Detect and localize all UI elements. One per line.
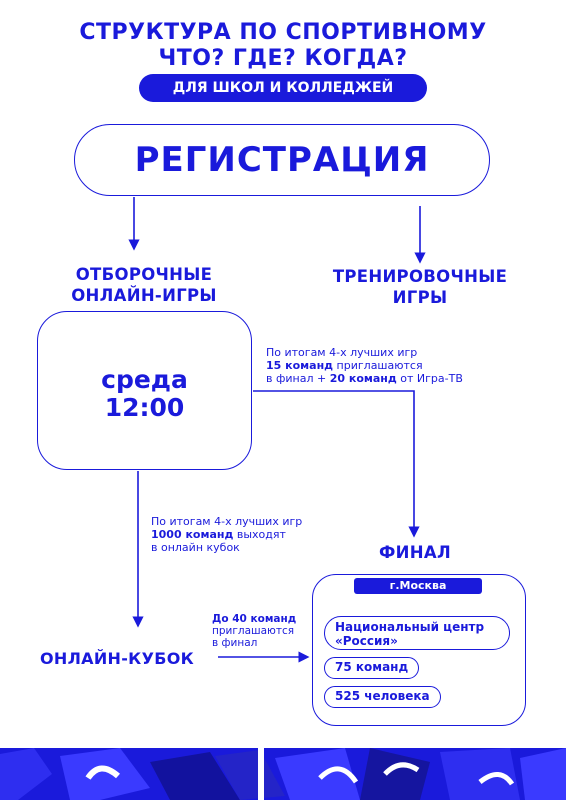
online-cup-label: ОНЛАЙН-КУБОК	[40, 649, 194, 668]
people-pill: 525 человека	[324, 686, 441, 708]
arrow-qualifying-to-final	[253, 390, 420, 538]
subtitle-badge: ДЛЯ ШКОЛ И КОЛЛЕДЖЕЙ	[139, 74, 427, 102]
note-qualifying-to-final: По итогам 4-х лучших игр 15 команд пригл…	[266, 346, 463, 385]
city-badge: г.Москва	[354, 578, 482, 594]
qualifying-heading-line2: ОНЛАЙН-ИГРЫ	[71, 286, 217, 305]
qualifying-schedule-box	[37, 311, 252, 470]
final-box	[312, 574, 526, 726]
decorative-cubes-graphic	[0, 748, 566, 800]
qualifying-heading-line1: ОТБОРОЧНЫЕ	[75, 265, 213, 284]
note-cup-to-final: До 40 команд приглашаются в финал	[212, 613, 297, 649]
final-heading: ФИНАЛ	[379, 543, 451, 562]
training-heading-line1: ТРЕНИРОВОЧНЫЕ	[332, 267, 508, 286]
registration-box: РЕГИСТРАЦИЯ	[74, 124, 490, 196]
training-heading-line2: ИГРЫ	[392, 288, 448, 307]
venue-pill: Национальный центр «Россия»	[324, 616, 510, 650]
page-title-line2: ЧТО? ГДЕ? КОГДА?	[158, 46, 408, 71]
note-qualifying-to-cup: По итогам 4-х лучших игр 1000 команд вых…	[151, 515, 303, 554]
schedule-time: 12:00	[104, 393, 185, 422]
teams-pill: 75 команд	[324, 657, 420, 679]
page-title: СТРУКТУРА ПО СПОРТИВНОМУ	[79, 20, 487, 45]
schedule-day: среда	[101, 365, 188, 394]
decorative-footer	[0, 748, 566, 800]
